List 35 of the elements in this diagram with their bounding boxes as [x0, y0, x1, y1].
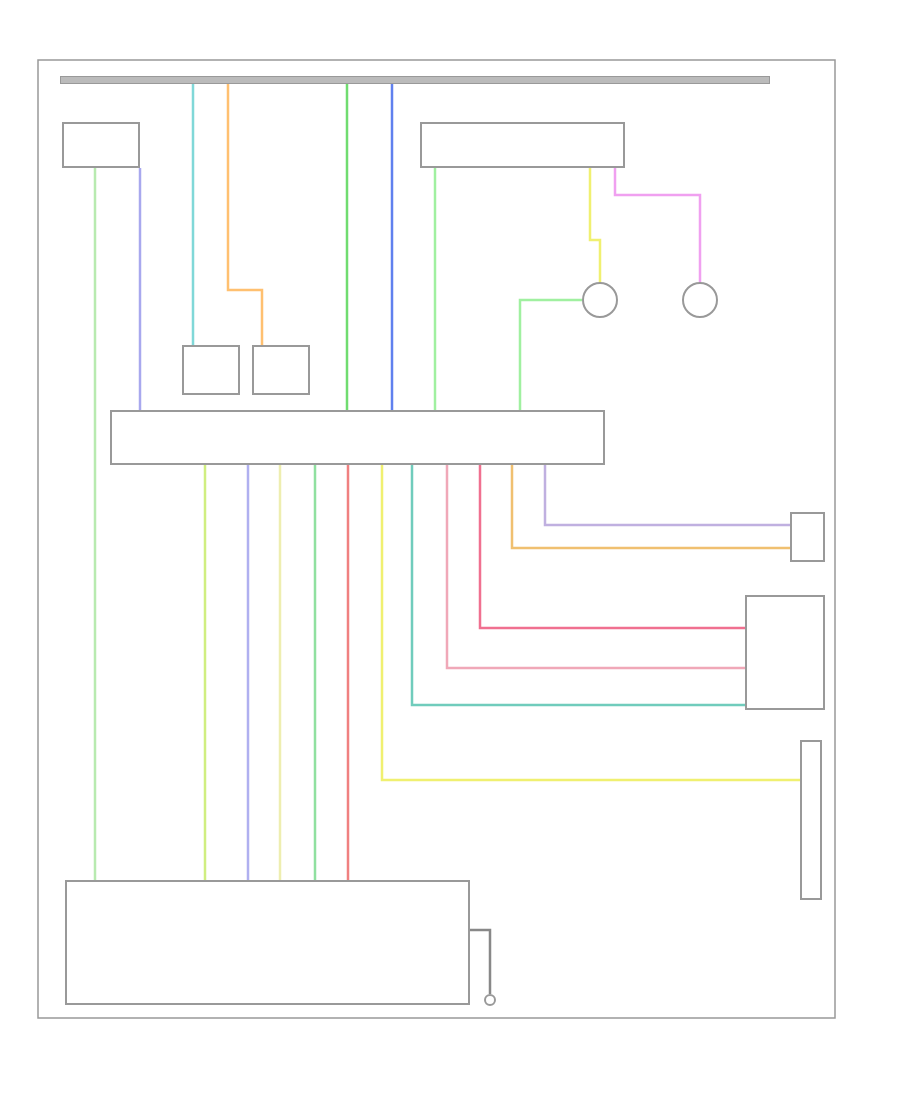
- wire: [380, 465, 800, 782]
- component-box: [745, 595, 825, 710]
- module-box: [110, 410, 605, 465]
- wire: [518, 298, 582, 410]
- wire: [313, 465, 317, 880]
- wire: [226, 84, 264, 345]
- wire: [138, 168, 142, 410]
- relay-symbol: [420, 122, 625, 168]
- connector-block: [790, 512, 825, 562]
- wire: [588, 168, 602, 282]
- wire: [390, 84, 394, 410]
- wire: [470, 928, 492, 994]
- wire: [278, 465, 282, 880]
- wire: [191, 84, 195, 345]
- wire: [445, 465, 745, 670]
- lamp-symbol: [582, 282, 618, 318]
- wire: [246, 465, 250, 880]
- wire: [410, 465, 745, 707]
- motor-symbol: [252, 345, 310, 395]
- wire: [345, 84, 349, 410]
- wire: [203, 465, 207, 880]
- wire: [510, 465, 790, 550]
- lamp-symbol: [682, 282, 718, 318]
- wire: [613, 168, 702, 282]
- wire: [478, 465, 745, 630]
- ground-symbol: [484, 994, 496, 1006]
- motor-symbol: [182, 345, 240, 395]
- wire: [93, 168, 97, 880]
- wire: [433, 168, 437, 410]
- wire: [346, 465, 350, 880]
- component-box: [800, 740, 822, 900]
- relay-symbol: [62, 122, 140, 168]
- wire: [543, 465, 790, 527]
- switch-box: [65, 880, 470, 1005]
- bus-bar: [60, 76, 770, 84]
